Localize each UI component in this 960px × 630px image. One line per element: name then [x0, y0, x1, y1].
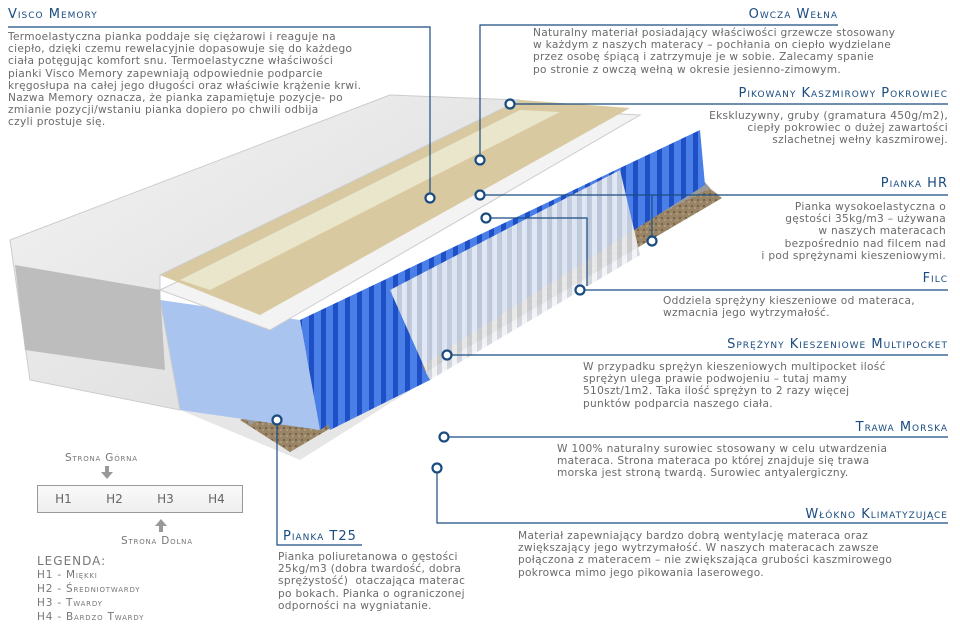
sprezyny-title: Sprężyny Kieszeniowe Multipocket — [727, 337, 948, 352]
scale-h4: H4 — [208, 492, 225, 506]
firmness-scale: H1 H2 H3 H4 — [37, 485, 243, 513]
legend-item: H2 - Średniotwardy — [37, 583, 141, 595]
owcza-title: Owcza Wełna — [748, 7, 838, 22]
pokrowiec-title: Pikowany Kaszmirowy Pokrowiec — [738, 86, 948, 101]
t25-title: Pianka T25 — [283, 529, 357, 544]
filc-title: Filc — [922, 271, 948, 286]
legend-title: LEGENDA: — [37, 554, 107, 568]
wool-layer — [160, 100, 630, 315]
visco-title: Visco Memory — [8, 7, 98, 22]
legend-top-side: Strona Górna — [65, 452, 138, 464]
visco-text: Termoelastyczna pianka poddaje się cięża… — [8, 31, 362, 129]
filc-text: Oddziela sprężyny kieszeniowe od materac… — [663, 295, 915, 320]
pokrowiec-text: Ekskluzywny, gruby (gramatura 450g/m2), … — [709, 110, 948, 147]
legend-bottom-side: Strona Dolna — [121, 535, 193, 547]
side-band — [15, 265, 165, 370]
sprezyny-text: W przypadku sprężyn kieszeniowych multip… — [583, 361, 886, 410]
wlokno-text: Materiał zapewniający bardzo dobrą wenty… — [518, 530, 893, 579]
trawa-title: Trawa Morska — [855, 420, 948, 435]
hr-title: Pianka HR — [880, 176, 948, 191]
legend-item: H1 - Miękki — [37, 569, 98, 581]
legend-item: H4 - Bardzo Twardy — [37, 611, 145, 623]
t25-foam-edge — [160, 300, 320, 430]
wlokno-title: Włókno Klimatyzujące — [805, 507, 948, 522]
scale-h2: H2 — [106, 492, 123, 506]
legend-item: H3 - Twardy — [37, 597, 103, 609]
callout-dots — [271, 98, 658, 474]
scale-h1: H1 — [55, 492, 72, 506]
t25-text: Pianka poliuretanowa o gęstości 25kg/m3 … — [278, 551, 466, 612]
owcza-text: Naturalny materiał posiadający właściwoś… — [533, 27, 896, 76]
trawa-text: W 100% naturalny surowiec stosowany w ce… — [557, 443, 888, 480]
scale-h3: H3 — [157, 492, 174, 506]
hr-text: Pianka wysokoelastyczna o gęstości 35kg/… — [761, 201, 946, 262]
